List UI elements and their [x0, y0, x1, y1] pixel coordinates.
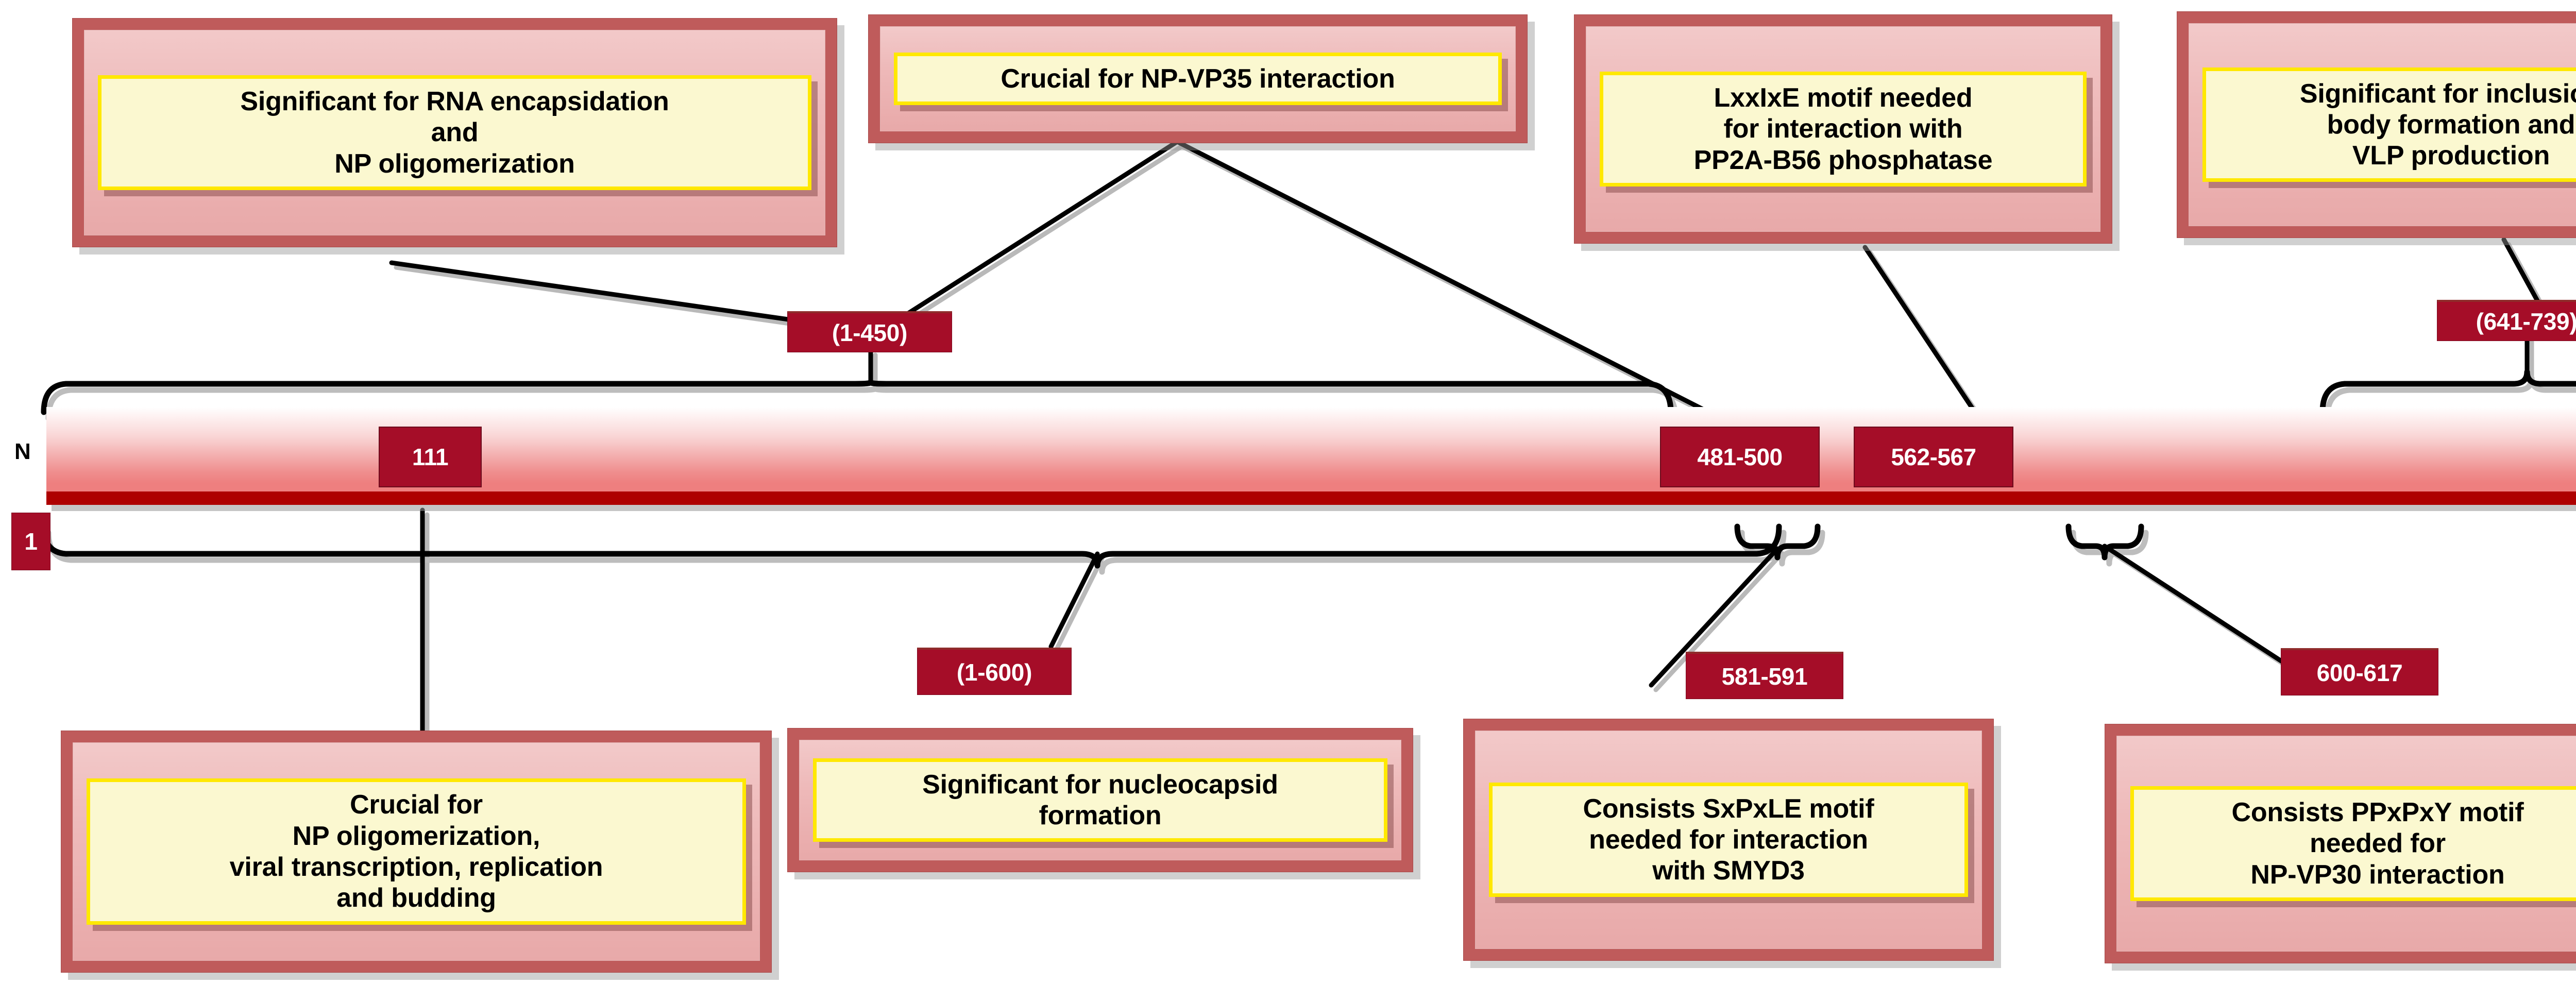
range-tag-1-600-label: (1-600)	[956, 658, 1032, 686]
callout-inner-frame: Consists PPxPxY motif needed for NP-VP30…	[2116, 736, 2576, 952]
callout-inner-frame: Crucial for NP oligomerization, viral tr…	[73, 742, 760, 961]
callout-note: Crucial for NP-VP35 interaction	[894, 52, 1502, 106]
callout-oligomerization-budding[interactable]: Crucial for NP oligomerization, viral tr…	[61, 731, 772, 973]
range-tag-1-600[interactable]: (1-600)	[917, 648, 1072, 695]
callout-note: LxxIxE motif needed for interaction with…	[1600, 72, 2087, 186]
callout-line: with SMYD3	[1652, 856, 1805, 886]
callout-line: viral transcription, replication	[229, 852, 603, 882]
callout-line: NP oligomerization,	[292, 821, 540, 851]
domain-block-481-500[interactable]: 481-500	[1660, 427, 1820, 487]
range-tag-581-591-label: 581-591	[1721, 663, 1808, 690]
callout-sxpxle-smyd3[interactable]: Consists SxPxLE motif needed for interac…	[1463, 719, 1994, 961]
brace-581-591	[1734, 523, 1821, 561]
callout-note: Significant for nucleocapsid formation	[813, 758, 1387, 842]
range-tag-581-591[interactable]: 581-591	[1686, 652, 1843, 699]
callout-line: PP2A-B56 phosphatase	[1693, 145, 1993, 175]
domain-block-562-567-label: 562-567	[1891, 444, 1976, 470]
domain-block-481-500-label: 481-500	[1697, 444, 1783, 470]
range-tag-600-617[interactable]: 600-617	[2281, 648, 2438, 695]
callout-line: needed for interaction	[1589, 824, 1868, 855]
callout-lxxixe-pp2a[interactable]: LxxIxE motif needed for interaction with…	[1574, 14, 2112, 244]
callout-line: and	[431, 117, 479, 148]
brace-1-600	[41, 523, 1782, 569]
brace-641-739	[2319, 369, 2576, 415]
callout-line: NP-VP30 interaction	[2250, 859, 2505, 890]
residue-start-marker: 1	[11, 513, 50, 570]
callout-note: Crucial for NP oligomerization, viral tr…	[87, 778, 746, 925]
range-tag-641-739-label: (641-739)	[2476, 308, 2576, 335]
callout-line: body formation and	[2327, 109, 2575, 140]
callout-line: LxxIxE motif needed	[1714, 83, 1973, 113]
range-tag-1-450[interactable]: (1-450)	[787, 311, 952, 352]
callout-line: Significant for RNA encapsidation	[240, 87, 669, 117]
range-tag-641-739[interactable]: (641-739)	[2437, 300, 2576, 341]
callout-note: Consists PPxPxY motif needed for NP-VP30…	[2130, 786, 2576, 901]
callout-inner-frame: Crucial for NP-VP35 interaction	[880, 26, 1516, 131]
leader-tag-1-600-stem	[1048, 551, 1100, 649]
callout-note: Significant for inclusion body formation…	[2202, 67, 2576, 182]
callout-line: Consists PPxPxY motif	[2231, 798, 2524, 828]
domain-block-562-567[interactable]: 562-567	[1854, 427, 2013, 487]
residue-start-label: 1	[24, 528, 38, 555]
callout-line: VLP production	[2352, 141, 2550, 171]
callout-inclusion-body-vlp[interactable]: Significant for inclusion body formation…	[2177, 11, 2576, 238]
callout-inner-frame: LxxIxE motif needed for interaction with…	[1586, 26, 2100, 232]
callout-line: Crucial for NP-VP35 interaction	[1001, 63, 1395, 94]
callout-line: Consists SxPxLE motif	[1583, 793, 1874, 824]
domain-block-111[interactable]: 111	[379, 427, 482, 487]
callout-inner-frame: Significant for RNA encapsidation and NP…	[84, 30, 825, 235]
callout-line: NP oligomerization	[334, 148, 575, 179]
range-tag-600-617-label: 600-617	[2316, 659, 2403, 686]
brace-600-617	[2065, 523, 2144, 561]
callout-inner-frame: Significant for nucleocapsid formation	[799, 740, 1401, 860]
protein-bar	[46, 407, 2576, 505]
callout-line: Crucial for	[350, 790, 483, 820]
callout-note: Significant for RNA encapsidation and NP…	[98, 75, 811, 190]
callout-line: and budding	[336, 883, 496, 913]
callout-np-vp35[interactable]: Crucial for NP-VP35 interaction	[868, 14, 1528, 143]
leader-np-vp35-left	[876, 139, 1180, 335]
leader-lxxixe	[1862, 245, 1991, 435]
callout-nucleocapsid[interactable]: Significant for nucleocapsid formation	[787, 728, 1413, 872]
callout-note: Consists SxPxLE motif needed for interac…	[1489, 782, 1968, 897]
callout-rna-encapsidation[interactable]: Significant for RNA encapsidation and NP…	[72, 18, 837, 247]
callout-line: Significant for nucleocapsid	[922, 769, 1278, 800]
callout-inner-frame: Significant for inclusion body formation…	[2189, 23, 2576, 226]
callout-inner-frame: Consists SxPxLE motif needed for interac…	[1475, 731, 1982, 949]
callout-line: formation	[1039, 801, 1162, 830]
n-terminus-label: N	[14, 439, 31, 464]
range-tag-1-450-label: (1-450)	[832, 319, 908, 346]
domain-block-111-label: 111	[412, 444, 449, 470]
callout-line: needed for	[2310, 828, 2446, 859]
callout-ppxpxy-vp30[interactable]: Consists PPxPxY motif needed for NP-VP30…	[2105, 724, 2576, 963]
callout-line: Significant for inclusion	[2299, 78, 2576, 109]
callout-line: for interaction with	[1723, 114, 1963, 144]
